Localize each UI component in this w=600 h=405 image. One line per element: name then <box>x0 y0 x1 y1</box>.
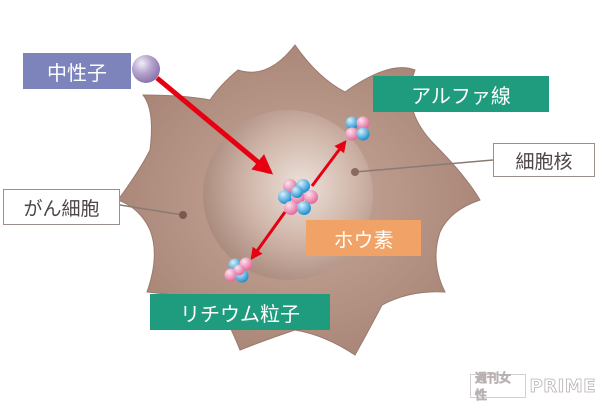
neutron-particle <box>132 55 160 83</box>
nucleus-leader-line <box>354 159 494 173</box>
watermark-brand: PRIME <box>529 375 596 397</box>
boron-label: ホウ素 <box>306 220 421 256</box>
nucleus-leader-dot <box>351 168 359 176</box>
cancer-leader-dot <box>179 211 187 219</box>
alpha-path-arrow <box>310 140 347 187</box>
cancer-cell-label: がん細胞 <box>3 189 120 225</box>
watermark-publication: 週刊女性 <box>470 371 526 402</box>
neutron-label: 中性子 <box>23 53 131 89</box>
cell-nucleus-label: 細胞核 <box>493 143 595 177</box>
cancer-leader-line <box>119 204 184 216</box>
alpha-ray-label: アルファ線 <box>373 76 549 112</box>
lithium-path-arrow <box>250 211 287 260</box>
publication-watermark: 週刊女性 PRIME <box>470 371 600 402</box>
alpha-particle-cluster <box>345 116 370 141</box>
boron-nucleus-cluster <box>278 179 318 215</box>
lithium-particle-cluster <box>224 257 253 283</box>
neutron-path-arrow <box>155 76 274 175</box>
lithium-particle-label: リチウム粒子 <box>150 294 330 330</box>
